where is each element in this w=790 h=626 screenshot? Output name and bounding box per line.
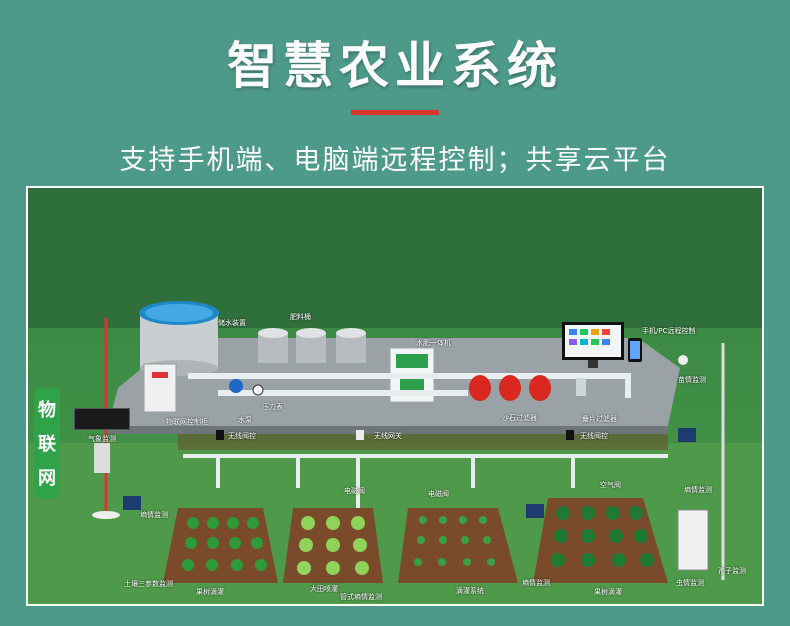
pest-monitor-cabinet xyxy=(677,509,709,571)
title-underline xyxy=(351,110,439,115)
drip-plants xyxy=(414,516,495,566)
label-water-fert-machine: 水肥一体机 xyxy=(416,339,451,347)
page-subtitle: 支持手机端、电脑端远程控制；共享云平台 xyxy=(119,145,671,176)
weather-station-box xyxy=(94,443,110,473)
label-sand-filter: 沙石过滤器 xyxy=(502,414,537,422)
label-pest-monitor: 虫情监测 xyxy=(676,579,704,587)
led-display-board xyxy=(74,408,130,430)
label-wireless-gateway: 无线网关 xyxy=(374,432,402,440)
crop-plants xyxy=(182,517,267,571)
pipe-trench xyxy=(178,434,668,450)
background-top xyxy=(28,188,762,328)
lettuce-plants xyxy=(297,516,369,575)
camera-icon xyxy=(678,355,688,365)
label-solenoid-valve-1: 电磁阀 xyxy=(344,487,365,495)
fertilizer-tanks xyxy=(258,328,366,363)
iot-badge-char: 网 xyxy=(38,468,56,489)
label-disc-filter: 叠片过滤器 xyxy=(582,415,617,423)
sand-filters xyxy=(469,375,551,401)
pressure-gauge-icon xyxy=(252,384,264,396)
iot-badge: 物 联 网 xyxy=(34,388,60,498)
label-orchard-drip: 果树滴灌 xyxy=(196,588,224,596)
label-iot-cabinet: 物联网控制柜 xyxy=(166,418,208,426)
system-diagram: 物 联 网 储水装置 肥料桶 水肥一体机 手机/PC远程控制 物联网控制柜 水泵… xyxy=(26,186,764,606)
label-spore-monitor: 孢子监测 xyxy=(718,567,746,575)
label-fertilizer-tank: 肥料桶 xyxy=(290,313,311,321)
iot-badge-char: 联 xyxy=(38,434,56,455)
label-soil-moisture-2: 墒情监测 xyxy=(684,486,712,494)
label-remote-control: 手机/PC远程控制 xyxy=(642,327,696,335)
cabinet-indicator xyxy=(152,372,168,378)
label-pipe-soil-monitor: 管式墒情监测 xyxy=(340,593,382,601)
wireless-valve-icon xyxy=(216,430,224,440)
label-soil-moisture-1: 墒情监测 xyxy=(140,511,168,519)
label-pump: 水泵 xyxy=(238,416,252,424)
label-solenoid-valve-2: 电磁阀 xyxy=(428,490,449,498)
label-soil-moisture-3: 墒情监测 xyxy=(522,579,550,587)
solar-panel-icon-2 xyxy=(123,496,141,510)
wireless-gateway-icon xyxy=(356,430,364,440)
pump-icon xyxy=(229,379,243,393)
disc-filter xyxy=(576,378,586,396)
label-wireless-valve-2: 无线阀控 xyxy=(580,432,608,440)
solar-panel-icon xyxy=(678,428,696,442)
wireless-valve-icon-2 xyxy=(566,430,574,440)
weather-station-base xyxy=(92,511,120,519)
iot-badge-char: 物 xyxy=(38,400,56,421)
label-water-storage: 储水装置 xyxy=(218,319,246,327)
label-wireless-valve-1: 无线阀控 xyxy=(228,432,256,440)
diagram-artwork xyxy=(28,188,762,604)
label-pressure-gauge: 压力表 xyxy=(262,403,283,411)
label-field-sprinkler: 大田喷灌 xyxy=(310,585,338,593)
label-weather-station: 气象监测 xyxy=(88,435,116,443)
iot-control-cabinet xyxy=(143,363,177,413)
remote-control-devices xyxy=(562,322,642,368)
label-soil-three-param: 土壤三参数监测 xyxy=(124,580,173,588)
water-storage-tank xyxy=(139,301,219,376)
label-video-monitor: 苗情监测 xyxy=(678,376,706,384)
label-drip-system: 滴灌系统 xyxy=(456,587,484,595)
label-orchard-drip-2: 果树滴灌 xyxy=(594,588,622,596)
orchard-trees xyxy=(551,506,654,567)
solar-panel-icon-3 xyxy=(526,504,544,518)
platform-edge xyxy=(108,426,668,434)
label-air-valve: 空气阀 xyxy=(600,481,621,489)
page-title: 智慧农业系统 xyxy=(227,37,563,95)
